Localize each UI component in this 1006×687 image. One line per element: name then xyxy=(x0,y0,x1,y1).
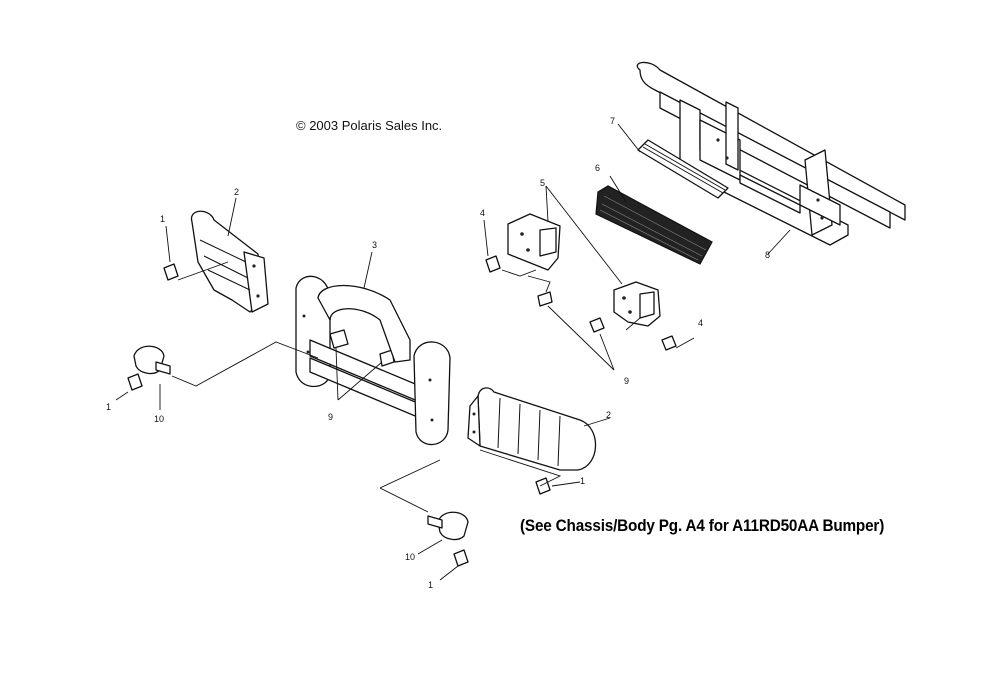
callout-4-right: 4 xyxy=(698,318,703,328)
leader-lines xyxy=(115,123,791,581)
callout-9-right: 9 xyxy=(624,376,629,386)
bracket-left-part-5 xyxy=(507,213,561,271)
callout-6: 6 xyxy=(595,163,600,173)
callout-10-lower: 10 xyxy=(405,552,415,562)
clamp-knob-upper-part-10 xyxy=(133,345,171,375)
callout-7: 7 xyxy=(610,116,615,126)
grille-panel-part-6 xyxy=(595,185,713,265)
hardware xyxy=(127,255,677,567)
callout-5: 5 xyxy=(540,178,545,188)
callout-1-lower-right: 1 xyxy=(580,476,585,486)
callout-numbers: 1 2 3 1 10 9 4 5 6 7 8 4 9 2 1 10 1 xyxy=(106,116,770,590)
copyright-text: © 2003 Polaris Sales Inc. xyxy=(296,118,443,133)
callout-1-left: 1 xyxy=(106,402,111,412)
callout-2-lower: 2 xyxy=(606,410,611,420)
clamp-knob-lower-part-10 xyxy=(427,511,469,541)
reference-note: (See Chassis/Body Pg. A4 for A11RD50AA B… xyxy=(520,516,885,535)
callout-10-upper: 10 xyxy=(154,414,164,424)
mesh-strip-part-7 xyxy=(637,139,729,199)
callout-1-upper-left: 1 xyxy=(160,214,165,224)
rear-bumper-part-8 xyxy=(636,61,906,246)
callout-2-upper: 2 xyxy=(234,187,239,197)
callout-4-left: 4 xyxy=(480,208,485,218)
callout-8: 8 xyxy=(765,250,770,260)
callout-9-left: 9 xyxy=(328,412,333,422)
side-guard-lower-part-2 xyxy=(467,387,597,471)
bracket-right-part-5 xyxy=(613,281,661,327)
callout-3: 3 xyxy=(372,240,377,250)
callout-1-bottom: 1 xyxy=(428,580,433,590)
side-guard-upper-part-2 xyxy=(190,210,269,313)
front-guard-part-3 xyxy=(295,275,451,446)
